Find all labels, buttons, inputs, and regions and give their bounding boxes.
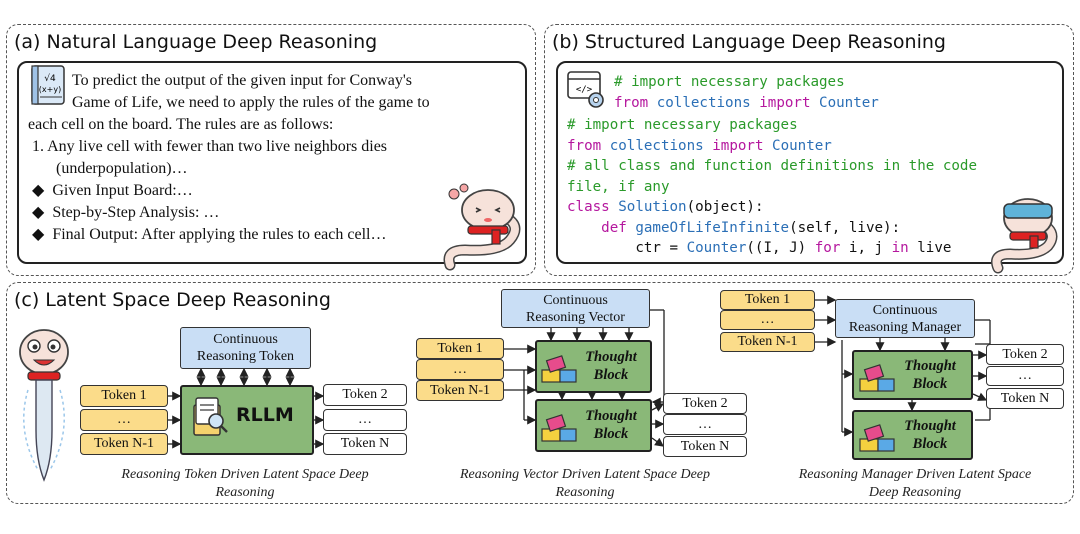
- thought-block-1-label: Thought Block: [585, 349, 637, 383]
- code-text: (self, live):: [789, 219, 901, 236]
- code-block: # import necessary packages from collect…: [614, 72, 879, 113]
- input-token-1: Token 1: [416, 338, 504, 359]
- panel-structured-language: [544, 24, 1074, 276]
- caption-vector-driven: Reasoning Vector Driven Latent Space Dee…: [460, 467, 710, 500]
- building-blocks-icon: [859, 364, 895, 392]
- icon-label-top: √4: [44, 73, 56, 84]
- input-token-1: Token 1: [80, 385, 168, 407]
- code-block-main: # import necessary packages from collect…: [567, 115, 977, 259]
- code-text: ((I, J): [746, 240, 815, 256]
- nl-line: (underpopulation)…: [56, 160, 188, 177]
- code-module: collections: [656, 94, 751, 111]
- input-token-n-1: Token N-1: [720, 332, 815, 352]
- natural-language-box: [17, 61, 527, 264]
- output-token-n: Token N: [323, 433, 407, 455]
- code-settings-icon: </>: [567, 71, 604, 108]
- structured-language-box: [556, 61, 1064, 264]
- continuous-reasoning-manager-box: Continuous Reasoning Manager: [835, 299, 975, 338]
- math-book-icon: √4 (x+y): [31, 65, 65, 105]
- nl-line: 1. Any live cell with fewer than two liv…: [32, 138, 388, 155]
- thought-block-2-label: Thought Block: [904, 418, 956, 452]
- code-module: collections: [609, 137, 704, 154]
- input-token-ellipsis: …: [416, 359, 504, 380]
- panel-c-title: (c) Latent Space Deep Reasoning: [14, 289, 331, 311]
- code-text: ctr =: [635, 240, 687, 256]
- input-token-1: Token 1: [720, 290, 815, 310]
- code-keyword: for: [814, 240, 841, 256]
- code-text: i, j: [840, 240, 892, 256]
- code-keyword: import: [712, 137, 764, 154]
- building-blocks-icon: [859, 424, 895, 452]
- input-token-ellipsis: …: [80, 409, 168, 431]
- code-keyword: from: [567, 137, 602, 154]
- output-token-ellipsis: …: [986, 366, 1064, 386]
- code-name: Counter: [686, 240, 747, 256]
- input-token-ellipsis: …: [720, 310, 815, 330]
- continuous-reasoning-token-box: Continuous Reasoning Token: [180, 327, 311, 369]
- code-keyword: import: [759, 94, 811, 111]
- code-comment: file, if any: [567, 178, 670, 195]
- caption-token-driven: Reasoning Token Driven Latent Space Deep…: [121, 467, 369, 500]
- icon-label-bottom: (x+y): [39, 85, 61, 94]
- output-token-2: Token 2: [986, 344, 1064, 365]
- document-search-icon: [193, 397, 228, 436]
- panel-latent-space: [6, 282, 1074, 504]
- code-name: Counter: [772, 137, 832, 154]
- nl-bullet-text: Given Input Board:…: [52, 182, 193, 199]
- code-name: Counter: [819, 94, 879, 111]
- nl-bullet-text: Final Output: After applying the rules t…: [52, 226, 387, 243]
- code-text: live: [908, 240, 952, 256]
- nl-line: To predict the output of the given input…: [72, 72, 412, 89]
- snake-vr-mascot-icon: [991, 198, 1058, 274]
- code-keyword: in: [891, 240, 909, 256]
- input-token-n-1: Token N-1: [80, 433, 168, 455]
- nl-bullet-line: ◆ Given Input Board:…: [32, 182, 193, 199]
- caption-manager-driven: Reasoning Manager Driven Latent Space De…: [798, 467, 1032, 500]
- output-token-n: Token N: [986, 388, 1064, 409]
- building-blocks-icon: [541, 414, 577, 442]
- output-token-2: Token 2: [323, 384, 407, 406]
- output-token-ellipsis: …: [663, 414, 747, 435]
- nl-reasoning-text-cont: each cell on the board. The rules are as…: [28, 114, 387, 246]
- thought-block-1-label: Thought Block: [904, 358, 956, 392]
- panel-natural-language: [6, 24, 536, 276]
- output-token-2: Token 2: [663, 393, 747, 414]
- code-keyword: class: [567, 199, 610, 215]
- continuous-reasoning-vector-box: Continuous Reasoning Vector: [501, 289, 650, 328]
- nl-bullet-text: Step-by-Step Analysis: …: [52, 204, 220, 221]
- code-text: (object):: [686, 199, 764, 215]
- svg-text:</>: </>: [576, 85, 593, 95]
- code-comment: # import necessary packages: [567, 117, 798, 133]
- panel-a-title: (a) Natural Language Deep Reasoning: [14, 31, 378, 53]
- building-blocks-icon: [541, 355, 577, 383]
- output-token-ellipsis: …: [323, 409, 407, 431]
- ghost-snake-mascot-icon: [19, 329, 69, 482]
- output-token-n: Token N: [663, 436, 747, 457]
- nl-bullet-line: ◆ Final Output: After applying the rules…: [32, 226, 387, 243]
- thought-block-1: [535, 340, 652, 393]
- snake-mascot-icon: [443, 183, 521, 271]
- code-name: Solution: [618, 199, 687, 215]
- nl-bullet-line: ◆ Step-by-Step Analysis: …: [32, 204, 220, 221]
- code-keyword: from: [614, 94, 649, 111]
- code-comment: # all class and function definitions in …: [567, 158, 977, 174]
- code-name: gameOfLifeInfinite: [635, 219, 790, 236]
- nl-line: each cell on the board. The rules are as…: [28, 116, 334, 133]
- nl-line: Game of Life, we need to apply the rules…: [72, 94, 430, 111]
- input-token-n-1: Token N-1: [416, 380, 504, 401]
- rllm-label: RLLM: [236, 404, 294, 426]
- code-comment: # import necessary packages: [614, 74, 845, 90]
- thought-block-2-label: Thought Block: [585, 408, 637, 442]
- code-keyword: def: [601, 219, 627, 236]
- nl-reasoning-text: To predict the output of the given input…: [72, 70, 430, 114]
- panel-b-title: (b) Structured Language Deep Reasoning: [552, 31, 946, 53]
